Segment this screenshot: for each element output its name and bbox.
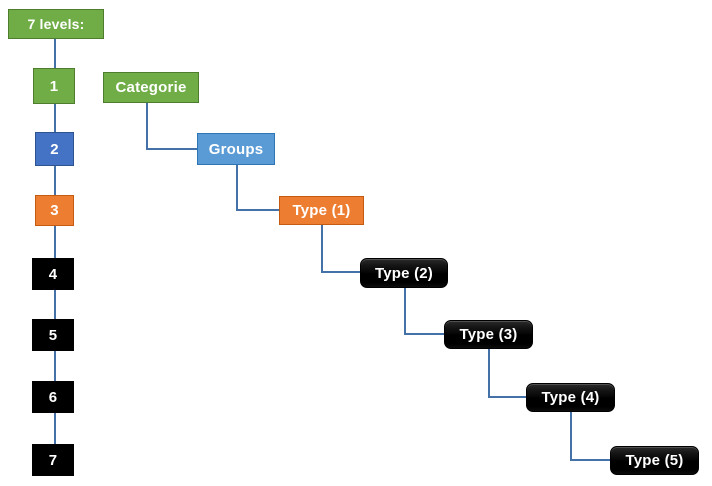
level-box-6[interactable]: 6 (32, 381, 74, 413)
node-groups-label: Groups (208, 140, 264, 158)
connector-groups-to-type1-vertical (236, 165, 238, 210)
node-type-4-label: Type (4) (541, 389, 600, 406)
connector-type3-to-type4-horizontal (488, 396, 527, 398)
level-box-5[interactable]: 5 (32, 319, 74, 351)
level-box-4-label: 4 (48, 265, 58, 283)
node-categorie[interactable]: Categorie (103, 72, 199, 103)
node-type-5-label: Type (5) (625, 452, 684, 469)
connector-level-3-to-4 (54, 226, 56, 258)
connector-level-4-to-5 (54, 290, 56, 319)
level-box-5-label: 5 (48, 326, 58, 344)
connector-type4-to-type5-horizontal (570, 459, 611, 461)
node-type-4[interactable]: Type (4) (526, 383, 615, 412)
level-box-6-label: 6 (48, 388, 58, 406)
node-type-1-label: Type (1) (292, 202, 351, 219)
level-box-4[interactable]: 4 (32, 258, 74, 290)
connector-type2-to-type3-vertical (404, 288, 406, 335)
connector-level-5-to-6 (54, 351, 56, 381)
title-box-label: 7 levels: (27, 16, 85, 32)
connector-type3-to-type4-vertical (488, 349, 490, 397)
node-type-5[interactable]: Type (5) (610, 446, 699, 475)
level-box-7-label: 7 (48, 451, 58, 469)
connector-type4-to-type5-vertical (570, 412, 572, 460)
connector-categorie-to-groups-vertical (146, 103, 148, 149)
level-box-7[interactable]: 7 (32, 444, 74, 476)
node-type-2[interactable]: Type (2) (360, 258, 448, 288)
node-groups[interactable]: Groups (197, 133, 275, 165)
level-box-1-label: 1 (49, 77, 59, 95)
connector-type2-to-type3-horizontal (404, 333, 445, 335)
connector-level-6-to-7 (54, 413, 56, 444)
connector-groups-to-type1-horizontal (236, 209, 280, 211)
connector-type1-to-type2-horizontal (321, 271, 361, 273)
level-box-3-label: 3 (50, 202, 59, 219)
connector-title-to-level-1 (54, 39, 56, 68)
node-type-3[interactable]: Type (3) (444, 320, 533, 349)
node-type-1[interactable]: Type (1) (279, 196, 364, 225)
level-box-3[interactable]: 3 (35, 195, 74, 226)
node-categorie-label: Categorie (115, 79, 187, 96)
title-box-7-levels: 7 levels: (8, 9, 104, 39)
connector-level-1-to-2 (54, 104, 56, 133)
level-box-2[interactable]: 2 (35, 132, 74, 166)
level-box-1[interactable]: 1 (33, 68, 75, 104)
connector-level-2-to-3 (54, 166, 56, 195)
connector-categorie-to-groups-horizontal (146, 148, 198, 150)
node-type-3-label: Type (3) (459, 326, 518, 343)
connector-type1-to-type2-vertical (321, 225, 323, 272)
node-type-2-label: Type (2) (375, 264, 433, 282)
level-box-2-label: 2 (50, 140, 59, 158)
